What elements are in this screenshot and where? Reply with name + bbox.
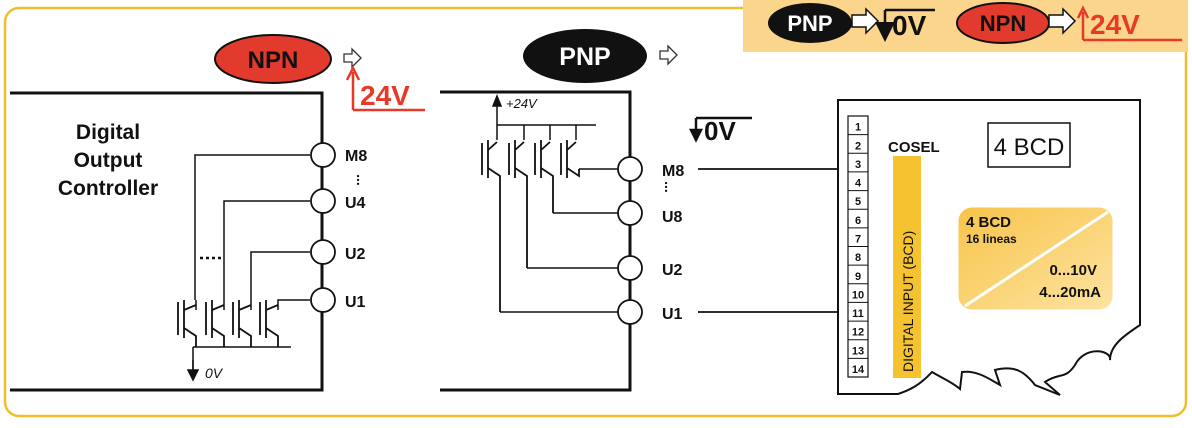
pin-number: 11 (852, 308, 864, 320)
vertical-input-label: DIGITAL INPUT (BCD) (900, 231, 916, 372)
terminal-m8 (310, 142, 336, 168)
terminal-label-u1: U1 (662, 306, 683, 323)
common-down-arrow-icon (688, 118, 704, 143)
pin-number: 5 (855, 196, 861, 208)
card-title: 4 BCD (966, 214, 1011, 231)
pin-number: 9 (855, 271, 861, 283)
pnp-common-label: 0V (704, 116, 736, 146)
module-title-box (987, 122, 1071, 168)
terminal-dots: ... (662, 181, 678, 193)
module-title: 4 BCD (994, 134, 1065, 161)
terminal-label-m8: M8 (662, 163, 684, 180)
transistor-icon (232, 300, 252, 347)
terminal-m8 (617, 156, 643, 182)
pnp-legend-ref: 0V (892, 10, 927, 41)
card-subtitle: 16 lineas (966, 232, 1017, 246)
transistor-icon (508, 140, 528, 268)
pin-number: 3 (855, 159, 861, 171)
transistor-icon (560, 140, 580, 178)
pin-number: 10 (852, 289, 864, 301)
npn-ground-label: 0V (205, 365, 224, 381)
up-arrow-icon (1076, 5, 1090, 40)
npn-supply-label: 24V (360, 80, 410, 111)
card-current: 4...20mA (1039, 284, 1101, 301)
supply-up-arrow-icon (491, 93, 503, 120)
pin-number: 6 (855, 215, 861, 227)
transistor-icon (205, 300, 225, 347)
controller-box (10, 91, 324, 392)
npn-badge (214, 34, 332, 84)
terminal-label-u2: U2 (662, 262, 683, 279)
pnp-panel: PNP +24V M8 (440, 29, 838, 392)
npn-legend-label: NPN (980, 11, 1026, 36)
outer-frame (3, 6, 1188, 418)
pin-number: 2 (855, 140, 861, 152)
terminal-u1 (310, 287, 336, 313)
input-strip (893, 156, 921, 378)
pnp-supply-label: +24V (506, 96, 538, 111)
pin-number: 7 (855, 234, 861, 246)
pin-number: 13 (852, 345, 864, 357)
terminal-u2 (617, 255, 643, 281)
npn-badge-label: NPN (248, 47, 299, 74)
terminal-u2 (310, 239, 336, 265)
terminal-label-u8: U8 (662, 209, 683, 226)
terminal-u8 (617, 200, 643, 226)
controller-title-line3: Controller (58, 177, 158, 200)
pnp-badge-label: PNP (559, 43, 610, 71)
npn-legend-ref: 24V (1090, 9, 1140, 40)
terminal-label-u2: U2 (345, 246, 366, 263)
pin-number: 1 (855, 122, 861, 134)
pin-number: 4 (855, 178, 862, 190)
controller-title-line2: Output (74, 149, 143, 172)
arrow-right-icon (659, 44, 678, 66)
transistor-icon (259, 300, 279, 347)
pnp-legend-label: PNP (787, 11, 832, 36)
transistor-icon (534, 140, 554, 213)
converter-card: 4 BCD 16 lineas 0...10V 4...20mA (957, 206, 1114, 311)
terminal-u1 (617, 299, 643, 325)
pin-number: 14 (852, 364, 865, 376)
legend-box: PNP 0V NPN 24V (743, 0, 1188, 52)
supply-up-arrow-icon (345, 65, 361, 110)
transistor-icon (177, 300, 197, 347)
pin-number: 12 (852, 327, 864, 339)
terminal-label-u4: U4 (345, 195, 366, 212)
pin-number: 8 (855, 252, 861, 264)
terminal-label-m8: M8 (345, 148, 367, 165)
npn-panel: NPN 24V Digital Output Controller 0V (10, 34, 425, 392)
pnp-badge (523, 29, 647, 83)
terminal-u4 (310, 188, 336, 214)
arrow-right-icon (1048, 7, 1077, 35)
pnp-legend-badge (768, 3, 852, 43)
terminal-dots: ... (354, 174, 370, 186)
terminal-label-u1: U1 (345, 294, 366, 311)
controller-title-line1: Digital (76, 121, 140, 144)
pnp-box (440, 90, 632, 392)
arrow-right-icon (851, 7, 880, 35)
arrow-right-icon (343, 47, 362, 69)
card-voltage: 0...10V (1049, 262, 1097, 279)
ground-arrow-icon (186, 360, 200, 382)
brand-label: COSEL (888, 139, 940, 156)
transistor-icon (481, 140, 501, 312)
